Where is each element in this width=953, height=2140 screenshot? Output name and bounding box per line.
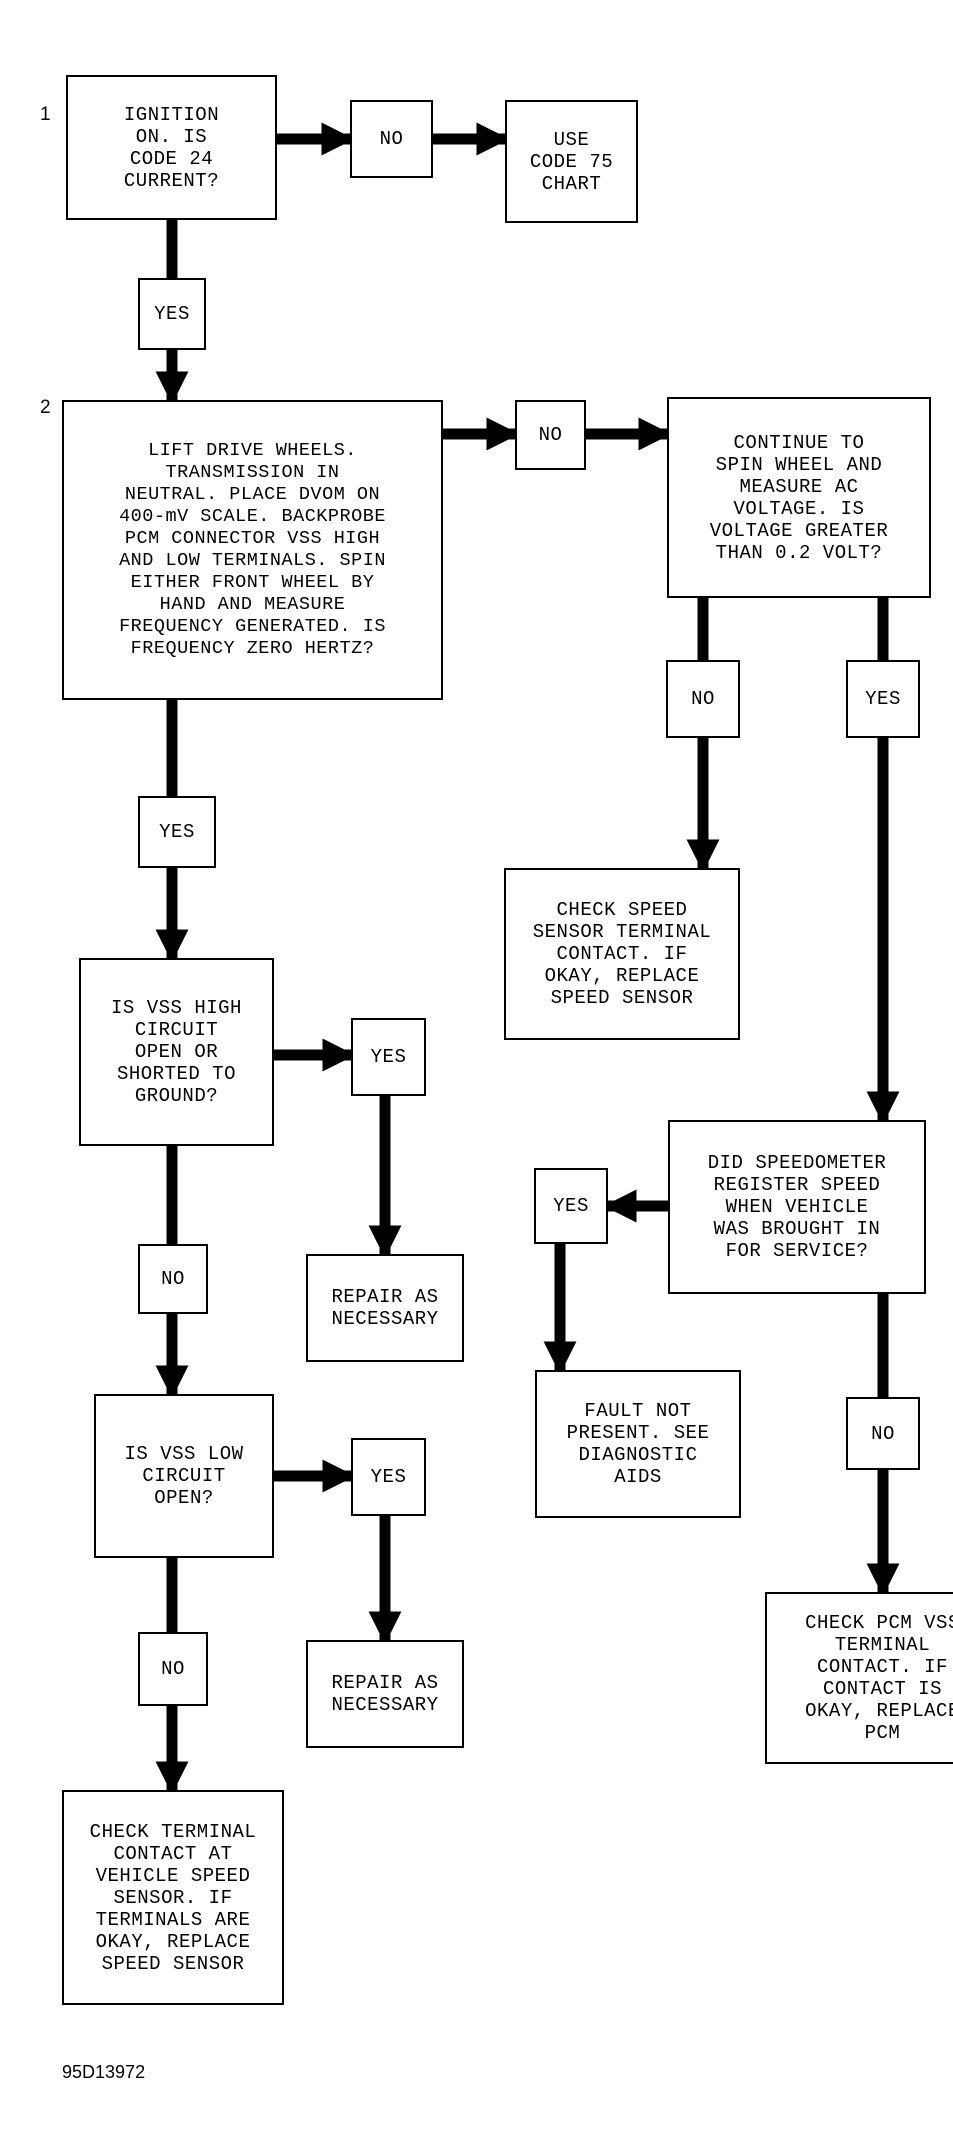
answer-yes-vss-high: YES — [351, 1018, 426, 1096]
action-repair-as-necessary-2: REPAIR AS NECESSARY — [306, 1640, 464, 1748]
answer-no-speedometer: NO — [846, 1397, 920, 1470]
answer-no-code24: NO — [350, 100, 433, 178]
decision-code-24-current: IGNITION ON. IS CODE 24 CURRENT? — [66, 75, 277, 220]
decision-vss-high-circuit: IS VSS HIGH CIRCUIT OPEN OR SHORTED TO G… — [79, 958, 274, 1146]
step-number-2: 2 — [40, 397, 51, 418]
result-fault-not-present: FAULT NOT PRESENT. SEE DIAGNOSTIC AIDS — [535, 1370, 741, 1518]
answer-no-ac-voltage: NO — [666, 660, 740, 738]
decision-ac-voltage-greater: CONTINUE TO SPIN WHEEL AND MEASURE AC VO… — [667, 397, 931, 598]
answer-no-vss-low: NO — [138, 1632, 208, 1706]
decision-speedometer-registered: DID SPEEDOMETER REGISTER SPEED WHEN VEHI… — [668, 1120, 926, 1294]
answer-yes-ac-voltage: YES — [846, 660, 920, 738]
decision-frequency-zero-hertz: LIFT DRIVE WHEELS. TRANSMISSION IN NEUTR… — [62, 400, 443, 700]
answer-no-vss-high: NO — [138, 1244, 208, 1314]
action-check-terminal-contact-vss: CHECK TERMINAL CONTACT AT VEHICLE SPEED … — [62, 1790, 284, 2005]
action-use-code-75-chart: USE CODE 75 CHART — [505, 100, 638, 223]
step-number-1: 1 — [40, 104, 51, 125]
answer-yes-vss-low: YES — [351, 1438, 426, 1516]
answer-yes-frequency: YES — [138, 796, 216, 868]
action-repair-as-necessary-1: REPAIR AS NECESSARY — [306, 1254, 464, 1362]
decision-vss-low-circuit-open: IS VSS LOW CIRCUIT OPEN? — [94, 1394, 274, 1558]
answer-yes-speedometer: YES — [534, 1168, 608, 1244]
answer-yes-code24: YES — [138, 278, 206, 350]
figure-id: 95D13972 — [62, 2062, 146, 2082]
action-check-speed-sensor-terminal: CHECK SPEED SENSOR TERMINAL CONTACT. IF … — [504, 868, 740, 1040]
answer-no-frequency: NO — [515, 400, 586, 470]
action-check-pcm-vss-terminal: CHECK PCM VSS TERMINAL CONTACT. IF CONTA… — [765, 1592, 953, 1764]
